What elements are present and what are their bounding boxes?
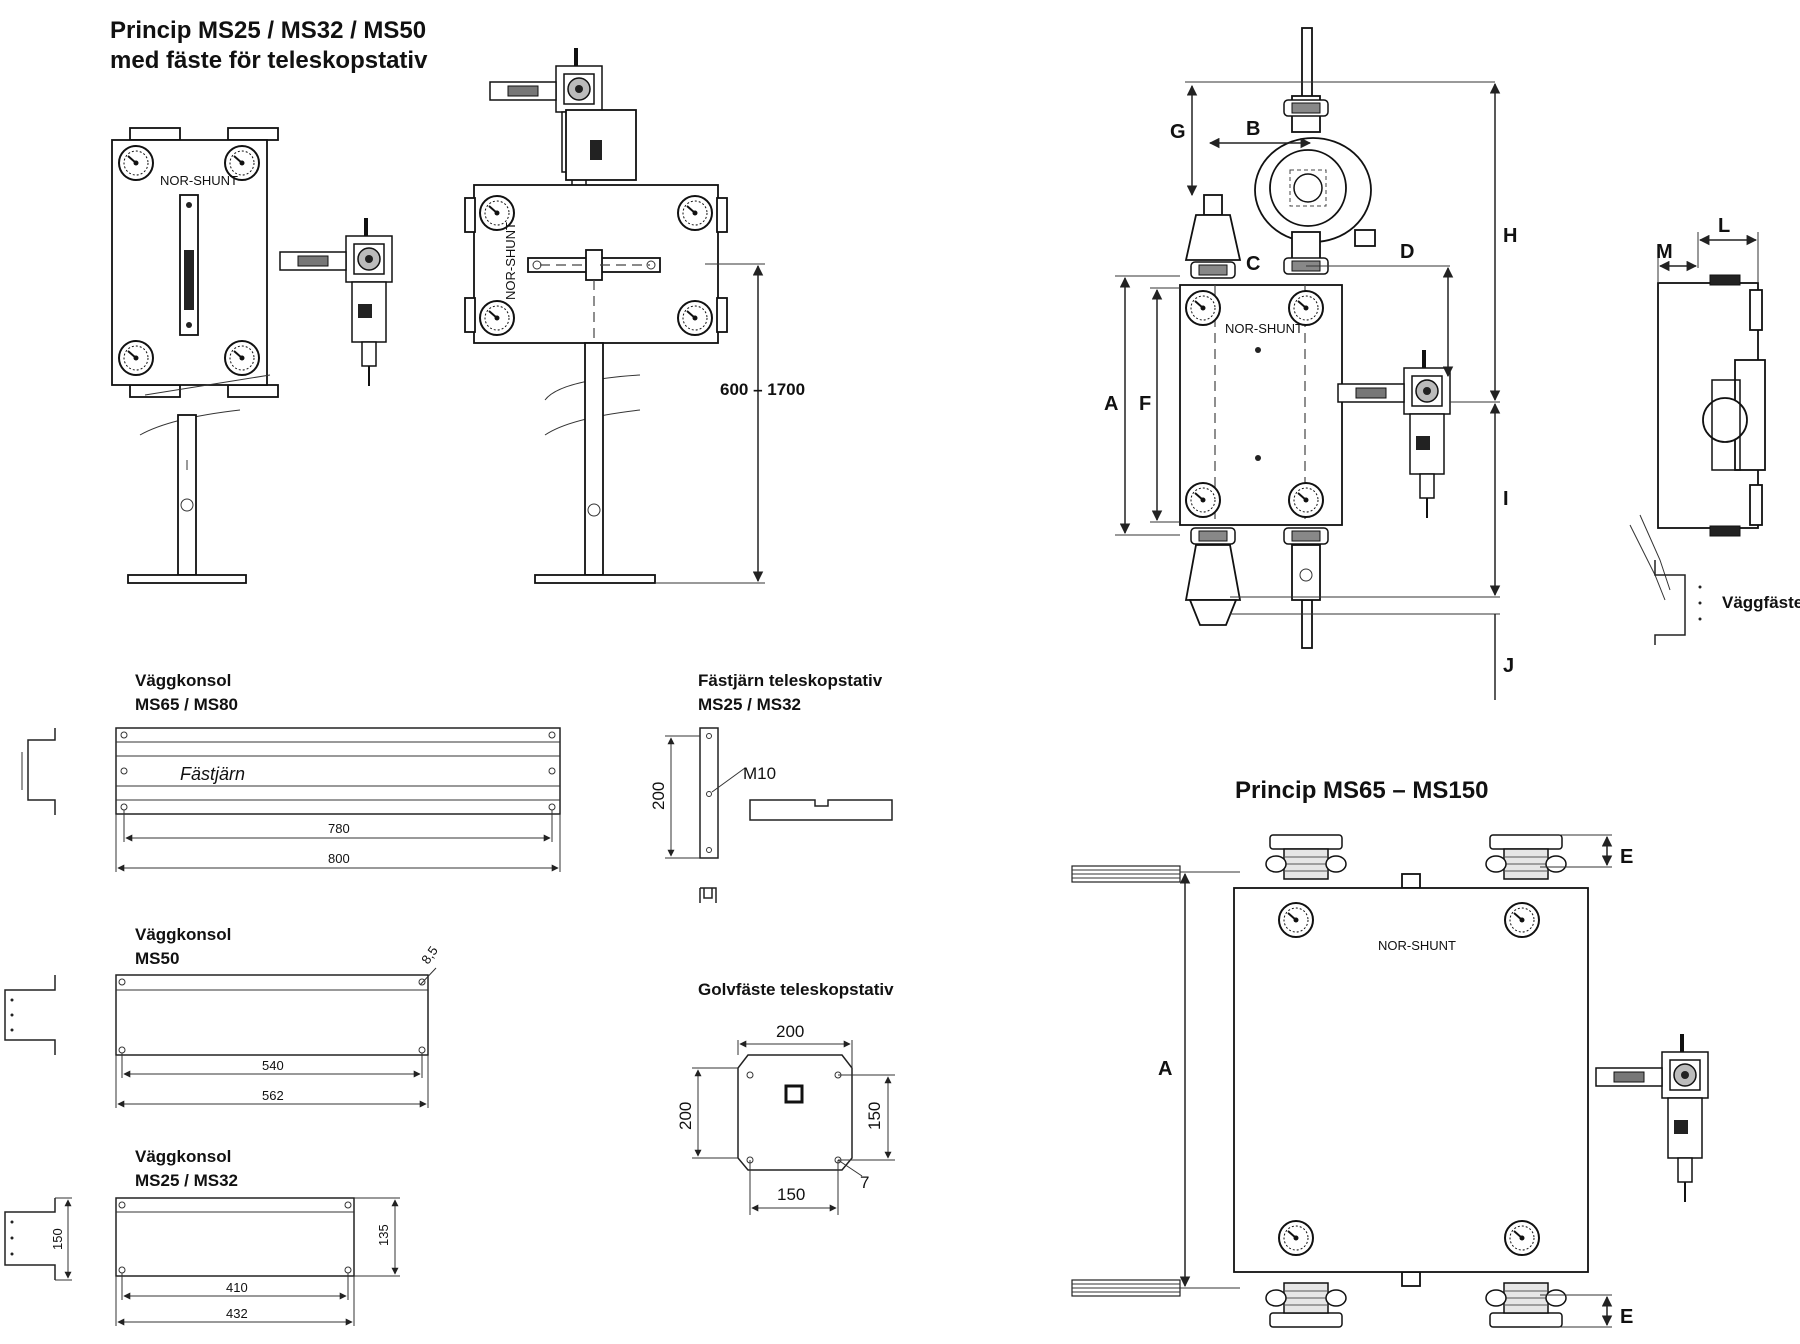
stand-iron-thread: M10 <box>743 764 776 783</box>
bracket-ms50-label2: MS50 <box>135 949 179 968</box>
dim-letter-J: J <box>1503 655 1514 677</box>
bracket-ms50-length: 562 <box>262 1088 284 1103</box>
dim-letter-D: D <box>1400 241 1414 263</box>
dim-letter-B: B <box>1246 118 1260 140</box>
floor-mount-width: 200 <box>776 1022 804 1041</box>
floor-mount-hole-height: 150 <box>865 1102 884 1130</box>
dim-letter-G: G <box>1170 121 1186 143</box>
wall-mount-label: Väggfäste <box>1722 593 1800 612</box>
dim-letter-A-large: A <box>1158 1058 1172 1080</box>
bracket-ms25-height-inner: 135 <box>376 1224 391 1246</box>
bracket-ms25-ms32: Väggkonsol MS25 / MS32 150 135 410 432 <box>4 1147 400 1326</box>
small-shunt-front-view: NOR-SHUNT <box>111 127 394 584</box>
dim-letter-M: M <box>1656 241 1673 263</box>
bracket-ms65-label2: MS65 / MS80 <box>135 695 238 714</box>
floor-mount-hole-width: 150 <box>777 1185 805 1204</box>
floor-mount-height: 200 <box>676 1102 695 1130</box>
shunt-elevation-view: NOR-SHUNT G B C D A F H I J <box>1104 27 1517 700</box>
dim-letter-E-top: E <box>1620 846 1633 868</box>
brand-label-large: NOR-SHUNT <box>1378 938 1456 953</box>
dim-letter-C: C <box>1246 253 1260 275</box>
bracket-ms25-hole-spacing: 410 <box>226 1280 248 1295</box>
bracket-ms25-label1: Väggkonsol <box>135 1147 231 1166</box>
brand-label-view2: NOR-SHUNT <box>503 222 518 300</box>
floor-mount-hole-dia: 7 <box>860 1173 869 1192</box>
brand-label-view1: NOR-SHUNT <box>160 173 238 188</box>
stand-iron: Fästjärn teleskopstativ MS25 / MS32 200 … <box>649 671 893 903</box>
bracket-ms25-length: 432 <box>226 1306 248 1321</box>
dim-letter-F: F <box>1139 393 1151 415</box>
dim-letter-I: I <box>1503 488 1509 510</box>
bracket-ms65-inner-label: Fästjärn <box>180 764 245 784</box>
dim-letter-E-bottom: E <box>1620 1306 1633 1328</box>
bracket-ms50-hole-spacing: 540 <box>262 1058 284 1073</box>
bracket-ms65-label1: Väggkonsol <box>135 671 231 690</box>
bracket-ms25-label2: MS25 / MS32 <box>135 1171 238 1190</box>
bracket-ms65-ms80: Väggkonsol MS65 / MS80 Fästjärn 780 800 <box>21 671 561 872</box>
bracket-ms65-length: 800 <box>328 851 350 866</box>
dim-letter-L: L <box>1718 215 1730 237</box>
small-shunt-stand-view: NOR-SHUNT 600 – 1700 <box>464 46 805 584</box>
stand-iron-label1: Fästjärn teleskopstativ <box>698 671 883 690</box>
large-principle-title: Princip MS65 – MS150 <box>1235 777 1488 804</box>
small-principle-title-line1: Princip MS25 / MS32 / MS50 <box>110 17 426 44</box>
bracket-ms50: Väggkonsol MS50 8,5 540 562 <box>4 925 441 1108</box>
bracket-ms50-hole-dia: 8,5 <box>418 943 441 966</box>
bracket-ms25-height: 150 <box>50 1228 65 1250</box>
floor-mount-label: Golvfäste teleskopstativ <box>698 980 894 999</box>
brand-label-elevation: NOR-SHUNT <box>1225 321 1303 336</box>
shunt-side-view: Väggfäste L M <box>1629 215 1800 645</box>
bracket-ms50-label1: Väggkonsol <box>135 925 231 944</box>
dim-letter-A: A <box>1104 393 1118 415</box>
dim-letter-H: H <box>1503 225 1517 247</box>
floor-mount: Golvfäste teleskopstativ 200 200 150 150… <box>676 980 895 1215</box>
stand-height-dimension: 600 – 1700 <box>720 380 805 399</box>
bracket-ms65-hole-spacing: 780 <box>328 821 350 836</box>
stand-iron-label2: MS25 / MS32 <box>698 695 801 714</box>
small-principle-title-line2: med fäste för teleskopstativ <box>110 47 428 74</box>
stand-iron-height: 200 <box>649 782 668 810</box>
large-shunt-view: Princip MS65 – MS150 NOR-SHUNT A <box>1071 777 1710 1328</box>
